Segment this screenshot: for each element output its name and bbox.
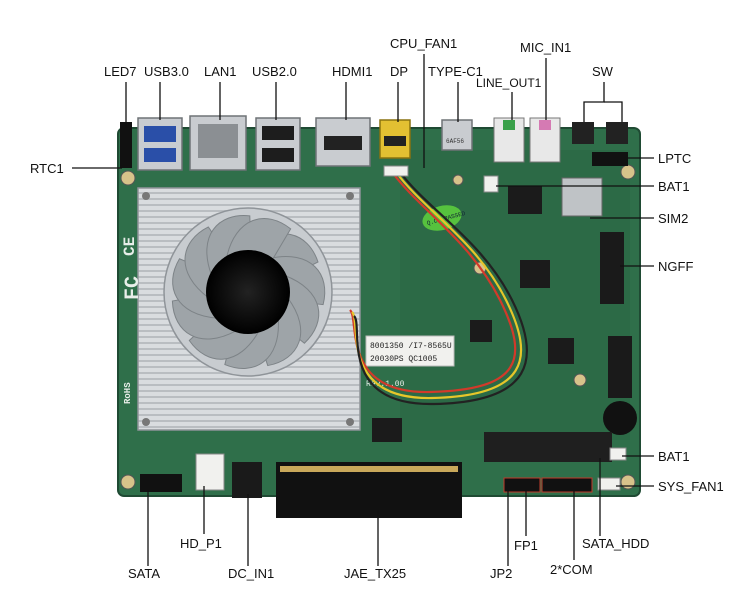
chip-5 bbox=[470, 320, 492, 342]
hdmi-port-inner bbox=[324, 136, 362, 150]
coin-battery bbox=[603, 401, 637, 435]
usb20-port-inner2 bbox=[262, 148, 294, 162]
mount-hole-top bbox=[452, 174, 464, 186]
label-sata: SATA bbox=[128, 566, 161, 581]
label-lan1: LAN1 bbox=[204, 64, 237, 79]
typec-chip-text: 6AF56 bbox=[446, 138, 464, 145]
ngff-slot bbox=[600, 232, 624, 304]
dp-port-inner bbox=[384, 136, 406, 146]
lptc-header bbox=[592, 152, 628, 166]
label-sim2: SIM2 bbox=[658, 211, 689, 226]
label-hd-p1: HD_P1 bbox=[180, 536, 222, 551]
fc-mark: FC bbox=[122, 276, 145, 300]
leader-sw bbox=[583, 82, 605, 122]
usb30-port-inner2 bbox=[144, 148, 176, 162]
label-usb30: USB3.0 bbox=[144, 64, 189, 79]
cpu-fan-wire-black bbox=[353, 171, 528, 406]
jae-tx25-pins bbox=[280, 466, 458, 472]
cpu-sticker bbox=[365, 335, 455, 367]
label-usb20: USB2.0 bbox=[252, 64, 297, 79]
heatsink-screw-1 bbox=[142, 192, 150, 200]
mount-hole-mid2 bbox=[573, 373, 587, 387]
chip-4 bbox=[372, 418, 402, 442]
mount-hole-tr bbox=[620, 164, 636, 180]
label-led7: LED7 bbox=[104, 64, 137, 79]
sata-connector bbox=[140, 474, 182, 492]
label-ngff: NGFF bbox=[658, 259, 694, 274]
heatsink-screw-2 bbox=[346, 192, 354, 200]
label-hdmi1: HDMI1 bbox=[332, 64, 373, 79]
label-dc-in1: DC_IN1 bbox=[228, 566, 275, 581]
usb30-port-inner bbox=[144, 126, 176, 142]
hd-p1-connector bbox=[195, 453, 225, 491]
com-header bbox=[541, 477, 593, 493]
label-sata-hdd: SATA_HDD bbox=[582, 536, 650, 551]
sw-button-1 bbox=[572, 122, 594, 144]
bat1-connector-top bbox=[483, 175, 499, 193]
line-out-jack-ring bbox=[503, 120, 515, 130]
bat1-connector-bottom bbox=[609, 447, 627, 461]
sw-button-2 bbox=[606, 122, 628, 144]
usb20-port bbox=[255, 117, 301, 171]
label-bat1-bottom: BAT1 bbox=[658, 449, 690, 464]
label-fp1: FP1 bbox=[514, 538, 538, 553]
lan-port-inner bbox=[198, 124, 238, 158]
label-jp2: JP2 bbox=[490, 566, 513, 581]
label-cpu-fan1: CPU_FAN1 bbox=[390, 36, 458, 51]
leader-lines bbox=[72, 54, 654, 566]
label-jae-tx25: JAE_TX25 bbox=[344, 566, 407, 581]
sata-hdd-connector bbox=[484, 432, 612, 462]
label-sys-fan1: SYS_FAN1 bbox=[658, 479, 724, 494]
sys-fan-header bbox=[597, 477, 621, 491]
label-rtc1: RTC1 bbox=[30, 161, 64, 176]
label-line-out1: LINE_OUT1 bbox=[476, 76, 542, 90]
usb30-port bbox=[137, 117, 183, 171]
label-bat1-top: BAT1 bbox=[658, 179, 690, 194]
mount-hole-br bbox=[620, 474, 636, 490]
sim-slot bbox=[561, 177, 603, 217]
label-com: 2*COM bbox=[550, 562, 593, 577]
label-dp: DP bbox=[390, 64, 409, 79]
dc-in-jack bbox=[232, 462, 262, 498]
usb20-port-inner bbox=[262, 126, 294, 140]
chip-3 bbox=[548, 338, 574, 364]
jp2-header bbox=[503, 477, 541, 493]
typec-port bbox=[441, 119, 473, 151]
cpu-sticker-line2: 20030PS QC1005 bbox=[370, 355, 437, 364]
label-type-c1: TYPE-C1 bbox=[428, 64, 483, 79]
mic-in-jack-ring bbox=[539, 120, 551, 130]
label-sw: SW bbox=[592, 64, 613, 79]
heatsink-screw-4 bbox=[346, 418, 354, 426]
cpu-fan-header bbox=[383, 165, 409, 177]
chip-1 bbox=[508, 186, 542, 214]
fan-hub bbox=[206, 250, 290, 334]
mount-hole-tl bbox=[120, 170, 136, 186]
mount-hole-bl bbox=[120, 474, 136, 490]
rtc-led-connector bbox=[120, 122, 132, 168]
label-lptc: LPTC bbox=[658, 151, 692, 166]
rohs-mark: RoHS bbox=[123, 382, 133, 404]
leader-sw-2 bbox=[604, 101, 623, 122]
chip-2 bbox=[520, 260, 550, 288]
cpu-sticker-line1: 8001350 /I7-8565U bbox=[370, 342, 452, 351]
label-mic-in1: MIC_IN1 bbox=[520, 40, 572, 55]
ce-mark: CE bbox=[121, 237, 139, 256]
ngff-slot-2 bbox=[608, 336, 632, 398]
heatsink-screw-3 bbox=[142, 418, 150, 426]
